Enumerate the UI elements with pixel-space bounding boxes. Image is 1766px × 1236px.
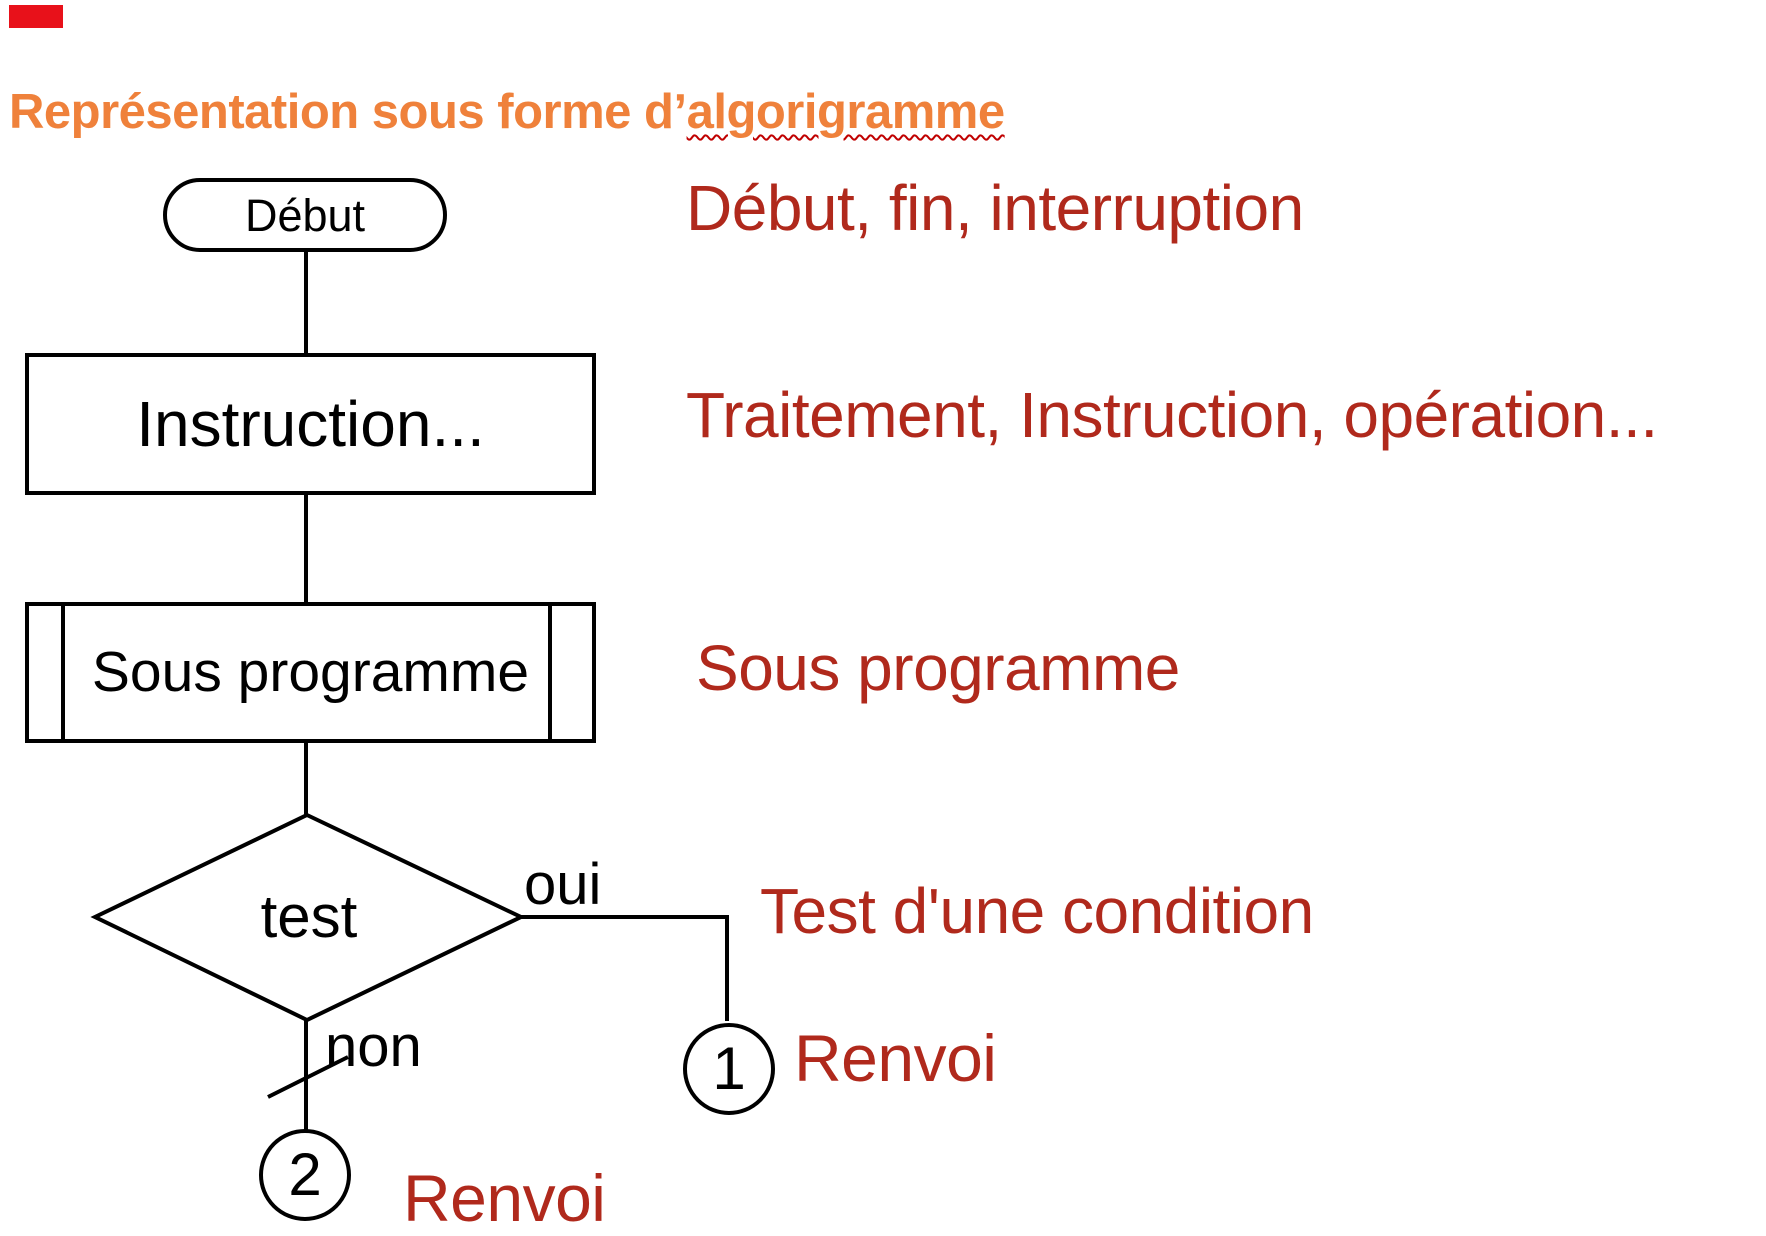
decision-diamond-label: test [260, 883, 358, 950]
terminator-start-label: Début [244, 189, 366, 241]
offpage-connector-2-shape [259, 1129, 351, 1221]
legend-decision: Test d'une condition [760, 875, 1314, 947]
corner-accent-bar [9, 5, 63, 28]
process-box-shape [25, 353, 596, 495]
legend-process: Traitement, Instruction, opération... [686, 379, 1658, 451]
offpage-connector-1-shape [683, 1023, 775, 1115]
branch-yes-label: oui [524, 852, 602, 917]
legend-start-end: Début, fin, interruption [686, 172, 1304, 244]
process-box-label: Instruction... [136, 388, 485, 460]
subroutine-box-shape [25, 602, 596, 743]
legend-subroutine: Sous programme [696, 632, 1180, 704]
branch-no-label: non [325, 1014, 422, 1079]
page-title: Représentation sous forme d’algorigramme [9, 85, 1006, 139]
branch-no-slash-tick [267, 1055, 349, 1099]
page-title-underlined-word: algorigramme [686, 85, 1006, 139]
branch-yes-line [521, 915, 729, 1021]
legend-connector-bottom: Renvoi [403, 1161, 606, 1235]
page-title-prefix: Représentation sous forme d’ [9, 85, 687, 139]
offpage-connector-2-label: 2 [288, 1141, 322, 1208]
legend-connector-right: Renvoi [794, 1021, 997, 1095]
offpage-connector-1-label: 1 [712, 1035, 746, 1102]
subroutine-box-label: Sous programme [91, 640, 530, 704]
